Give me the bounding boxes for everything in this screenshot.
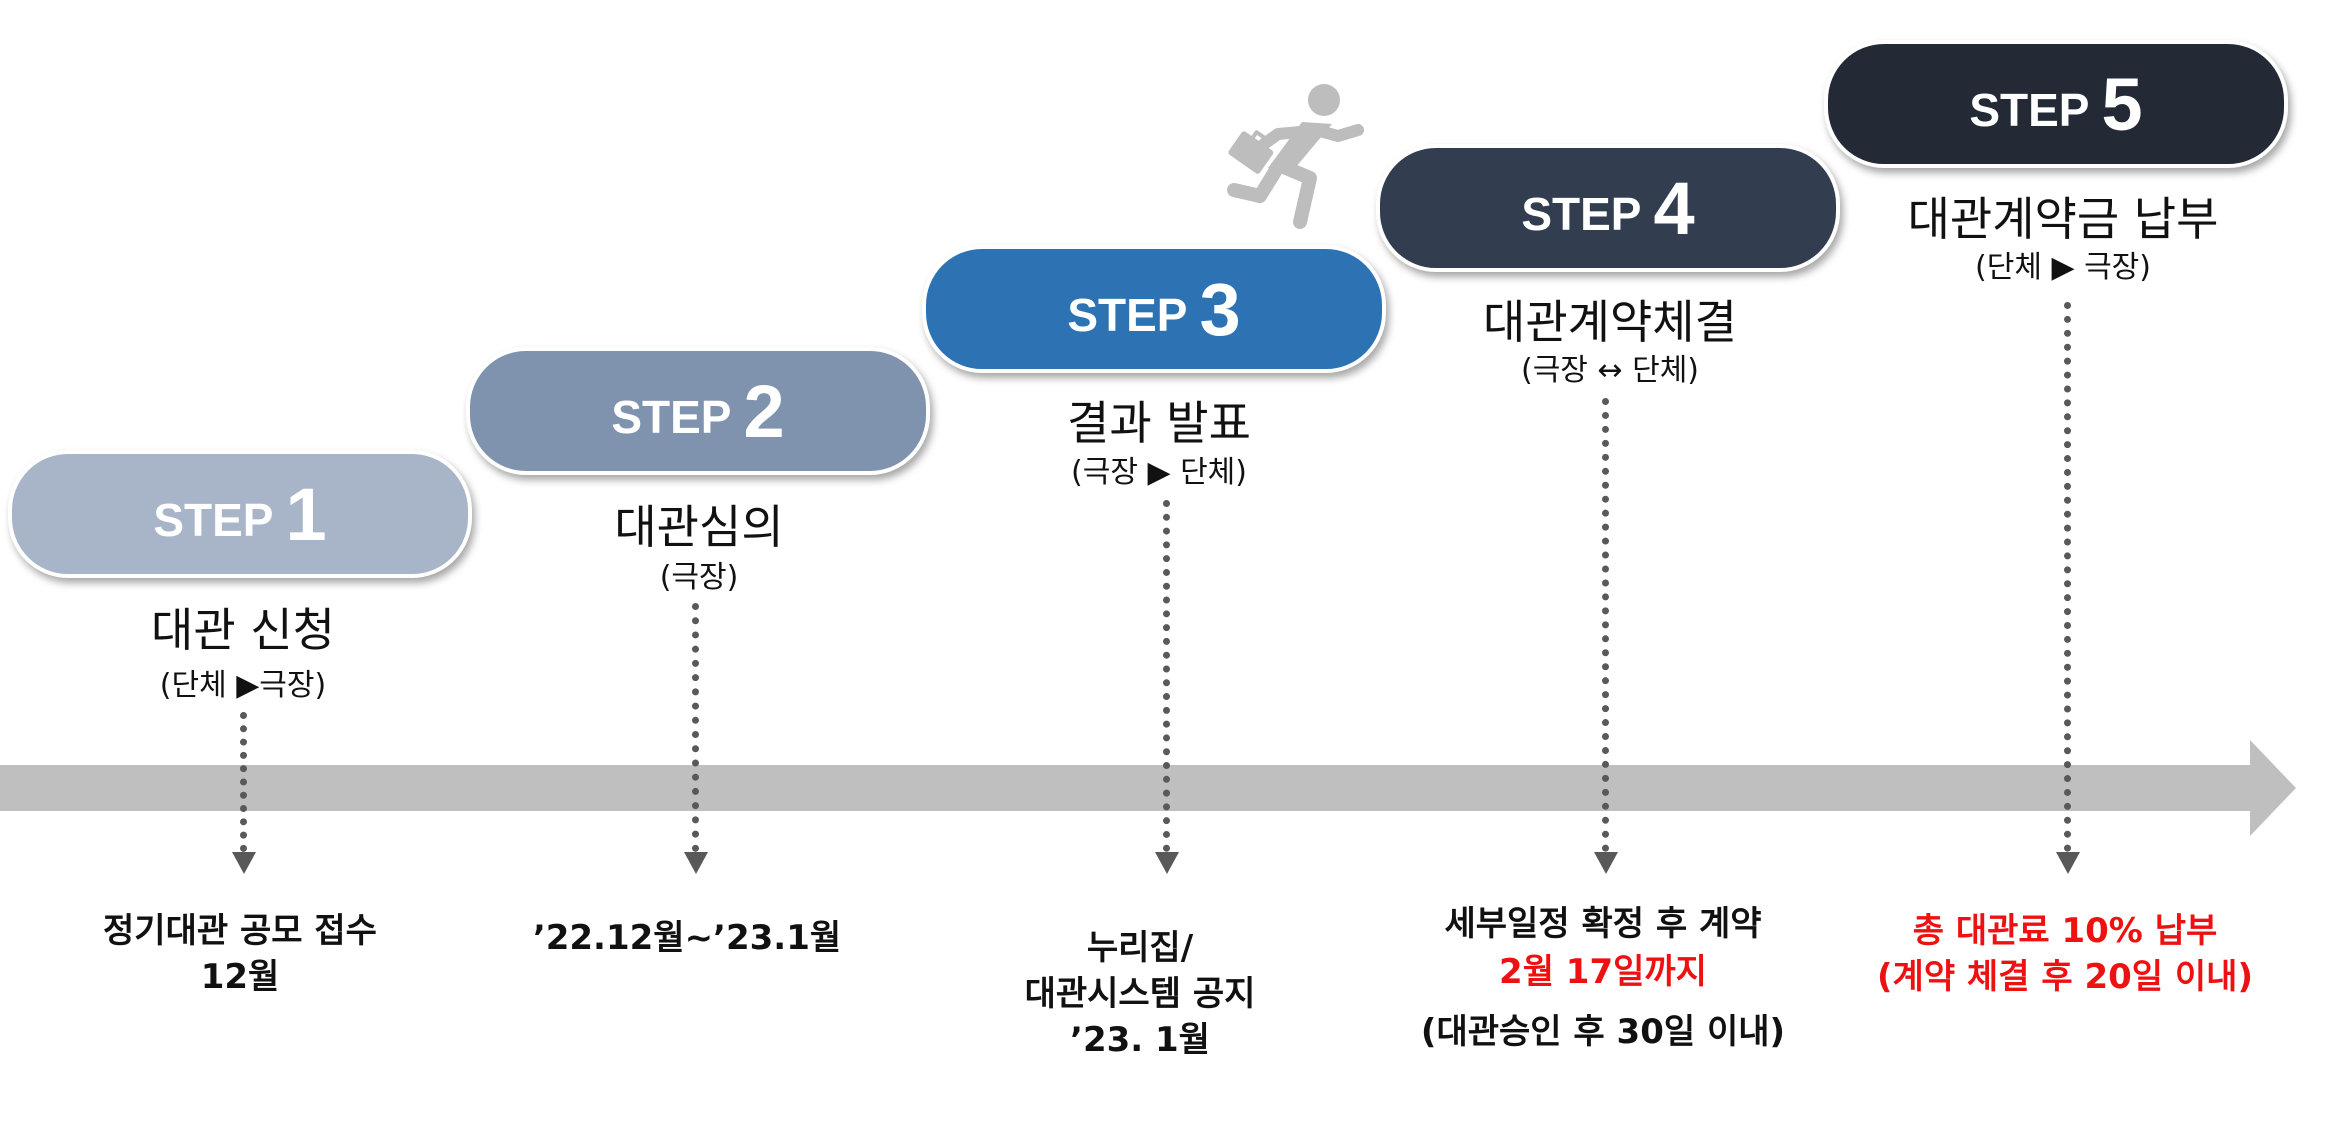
step-3-number: 3 bbox=[1199, 267, 1241, 351]
step-1-detail-line-2: 12월 bbox=[200, 957, 280, 997]
step-5-word: STEP bbox=[1969, 84, 2090, 136]
step-5-number: 5 bbox=[2101, 62, 2143, 146]
step-3-subtitle: (극장 ▶ 단체) bbox=[1071, 455, 1247, 490]
step-3-word: STEP bbox=[1067, 289, 1188, 341]
step-5-subtitle: (단체 ▶ 극장) bbox=[1975, 250, 2151, 285]
step-2-detail: ’22.12월~’23.1월 bbox=[427, 915, 947, 961]
step-4-number: 4 bbox=[1653, 166, 1695, 250]
step-5-connector bbox=[2064, 302, 2071, 852]
running-person-icon bbox=[1227, 84, 1364, 229]
step-5-arrow-tip bbox=[2056, 852, 2080, 874]
step-2-detail-line-1: ’22.12월~’23.1월 bbox=[532, 918, 842, 958]
step-1-subtitle: (단체 ▶극장) bbox=[159, 668, 327, 703]
step-3-arrow-tip bbox=[1155, 852, 1179, 874]
timeline-arrowhead bbox=[2250, 740, 2296, 836]
step-2-word: STEP bbox=[611, 391, 732, 443]
step-1-number: 1 bbox=[285, 472, 327, 556]
step-1-detail: 정기대관 공모 접수 12월 bbox=[0, 908, 500, 1000]
step-4-deadline: 2월 17일까지 bbox=[1499, 952, 1707, 992]
step-1-title: 대관 신청 bbox=[151, 603, 335, 657]
step-3-pill: STEP 3 bbox=[922, 245, 1386, 373]
step-1-pill: STEP 1 bbox=[8, 450, 472, 578]
step-4-detail-line-1: 세부일정 확정 후 계약 bbox=[1444, 904, 1762, 944]
step-2-subtitle: (극장) bbox=[659, 560, 739, 595]
step-2-arrow-tip bbox=[684, 852, 708, 874]
step-1-connector bbox=[240, 712, 247, 852]
step-1-detail-line-1: 정기대관 공모 접수 bbox=[103, 911, 377, 951]
timeline-bar bbox=[0, 765, 2258, 811]
step-4-pill: STEP 4 bbox=[1376, 144, 1840, 272]
step-3-title: 결과 발표 bbox=[1067, 396, 1251, 450]
step-5-detail-line-2: (계약 체결 후 20일 이내) bbox=[1877, 957, 2253, 997]
step-4-subtitle: (극장 ↔ 단체) bbox=[1520, 353, 1700, 388]
step-5-pill: STEP 5 bbox=[1824, 40, 2288, 168]
step-2-number: 2 bbox=[743, 369, 785, 453]
step-5-title: 대관계약금 납부 bbox=[1907, 192, 2219, 246]
step-3-detail-line-3: ’23. 1월 bbox=[1070, 1020, 1210, 1060]
step-4-arrow-tip bbox=[1594, 852, 1618, 874]
step-4-title: 대관계약체결 bbox=[1483, 295, 1737, 349]
step-3-connector bbox=[1163, 500, 1170, 852]
step-1-word: STEP bbox=[153, 494, 274, 546]
step-4-detail: 세부일정 확정 후 계약 2월 17일까지 (대관승인 후 30일 이내) bbox=[1343, 900, 1863, 1056]
step-5-detail: 총 대관료 10% 납부 (계약 체결 후 20일 이내) bbox=[1800, 908, 2330, 1000]
step-3-detail-line-2: 대관시스템 공지 bbox=[1024, 974, 1256, 1014]
step-5-detail-line-1: 총 대관료 10% 납부 bbox=[1912, 911, 2218, 951]
step-4-detail-line-3: (대관승인 후 30일 이내) bbox=[1420, 1012, 1786, 1052]
step-4-connector bbox=[1602, 398, 1609, 852]
step-1-arrow-tip bbox=[232, 852, 256, 874]
step-3-detail-line-1: 누리집/ bbox=[1086, 928, 1194, 968]
step-2-connector bbox=[692, 603, 699, 852]
step-4-word: STEP bbox=[1521, 188, 1642, 240]
step-3-detail: 누리집/ 대관시스템 공지 ’23. 1월 bbox=[880, 925, 1400, 1063]
step-2-title: 대관심의 bbox=[614, 500, 784, 554]
step-2-pill: STEP 2 bbox=[466, 347, 930, 475]
